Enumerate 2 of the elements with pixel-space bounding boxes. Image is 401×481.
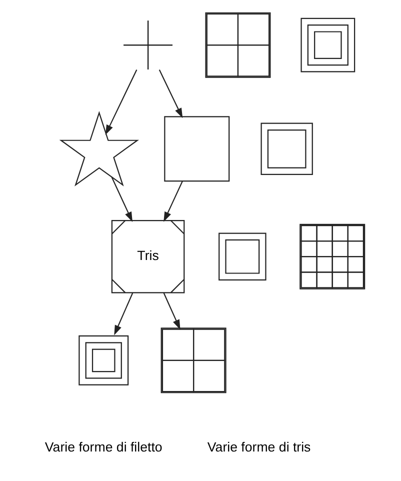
label: Varie forme di filetto xyxy=(44,440,162,455)
label: Varie forme di tris xyxy=(207,440,311,455)
